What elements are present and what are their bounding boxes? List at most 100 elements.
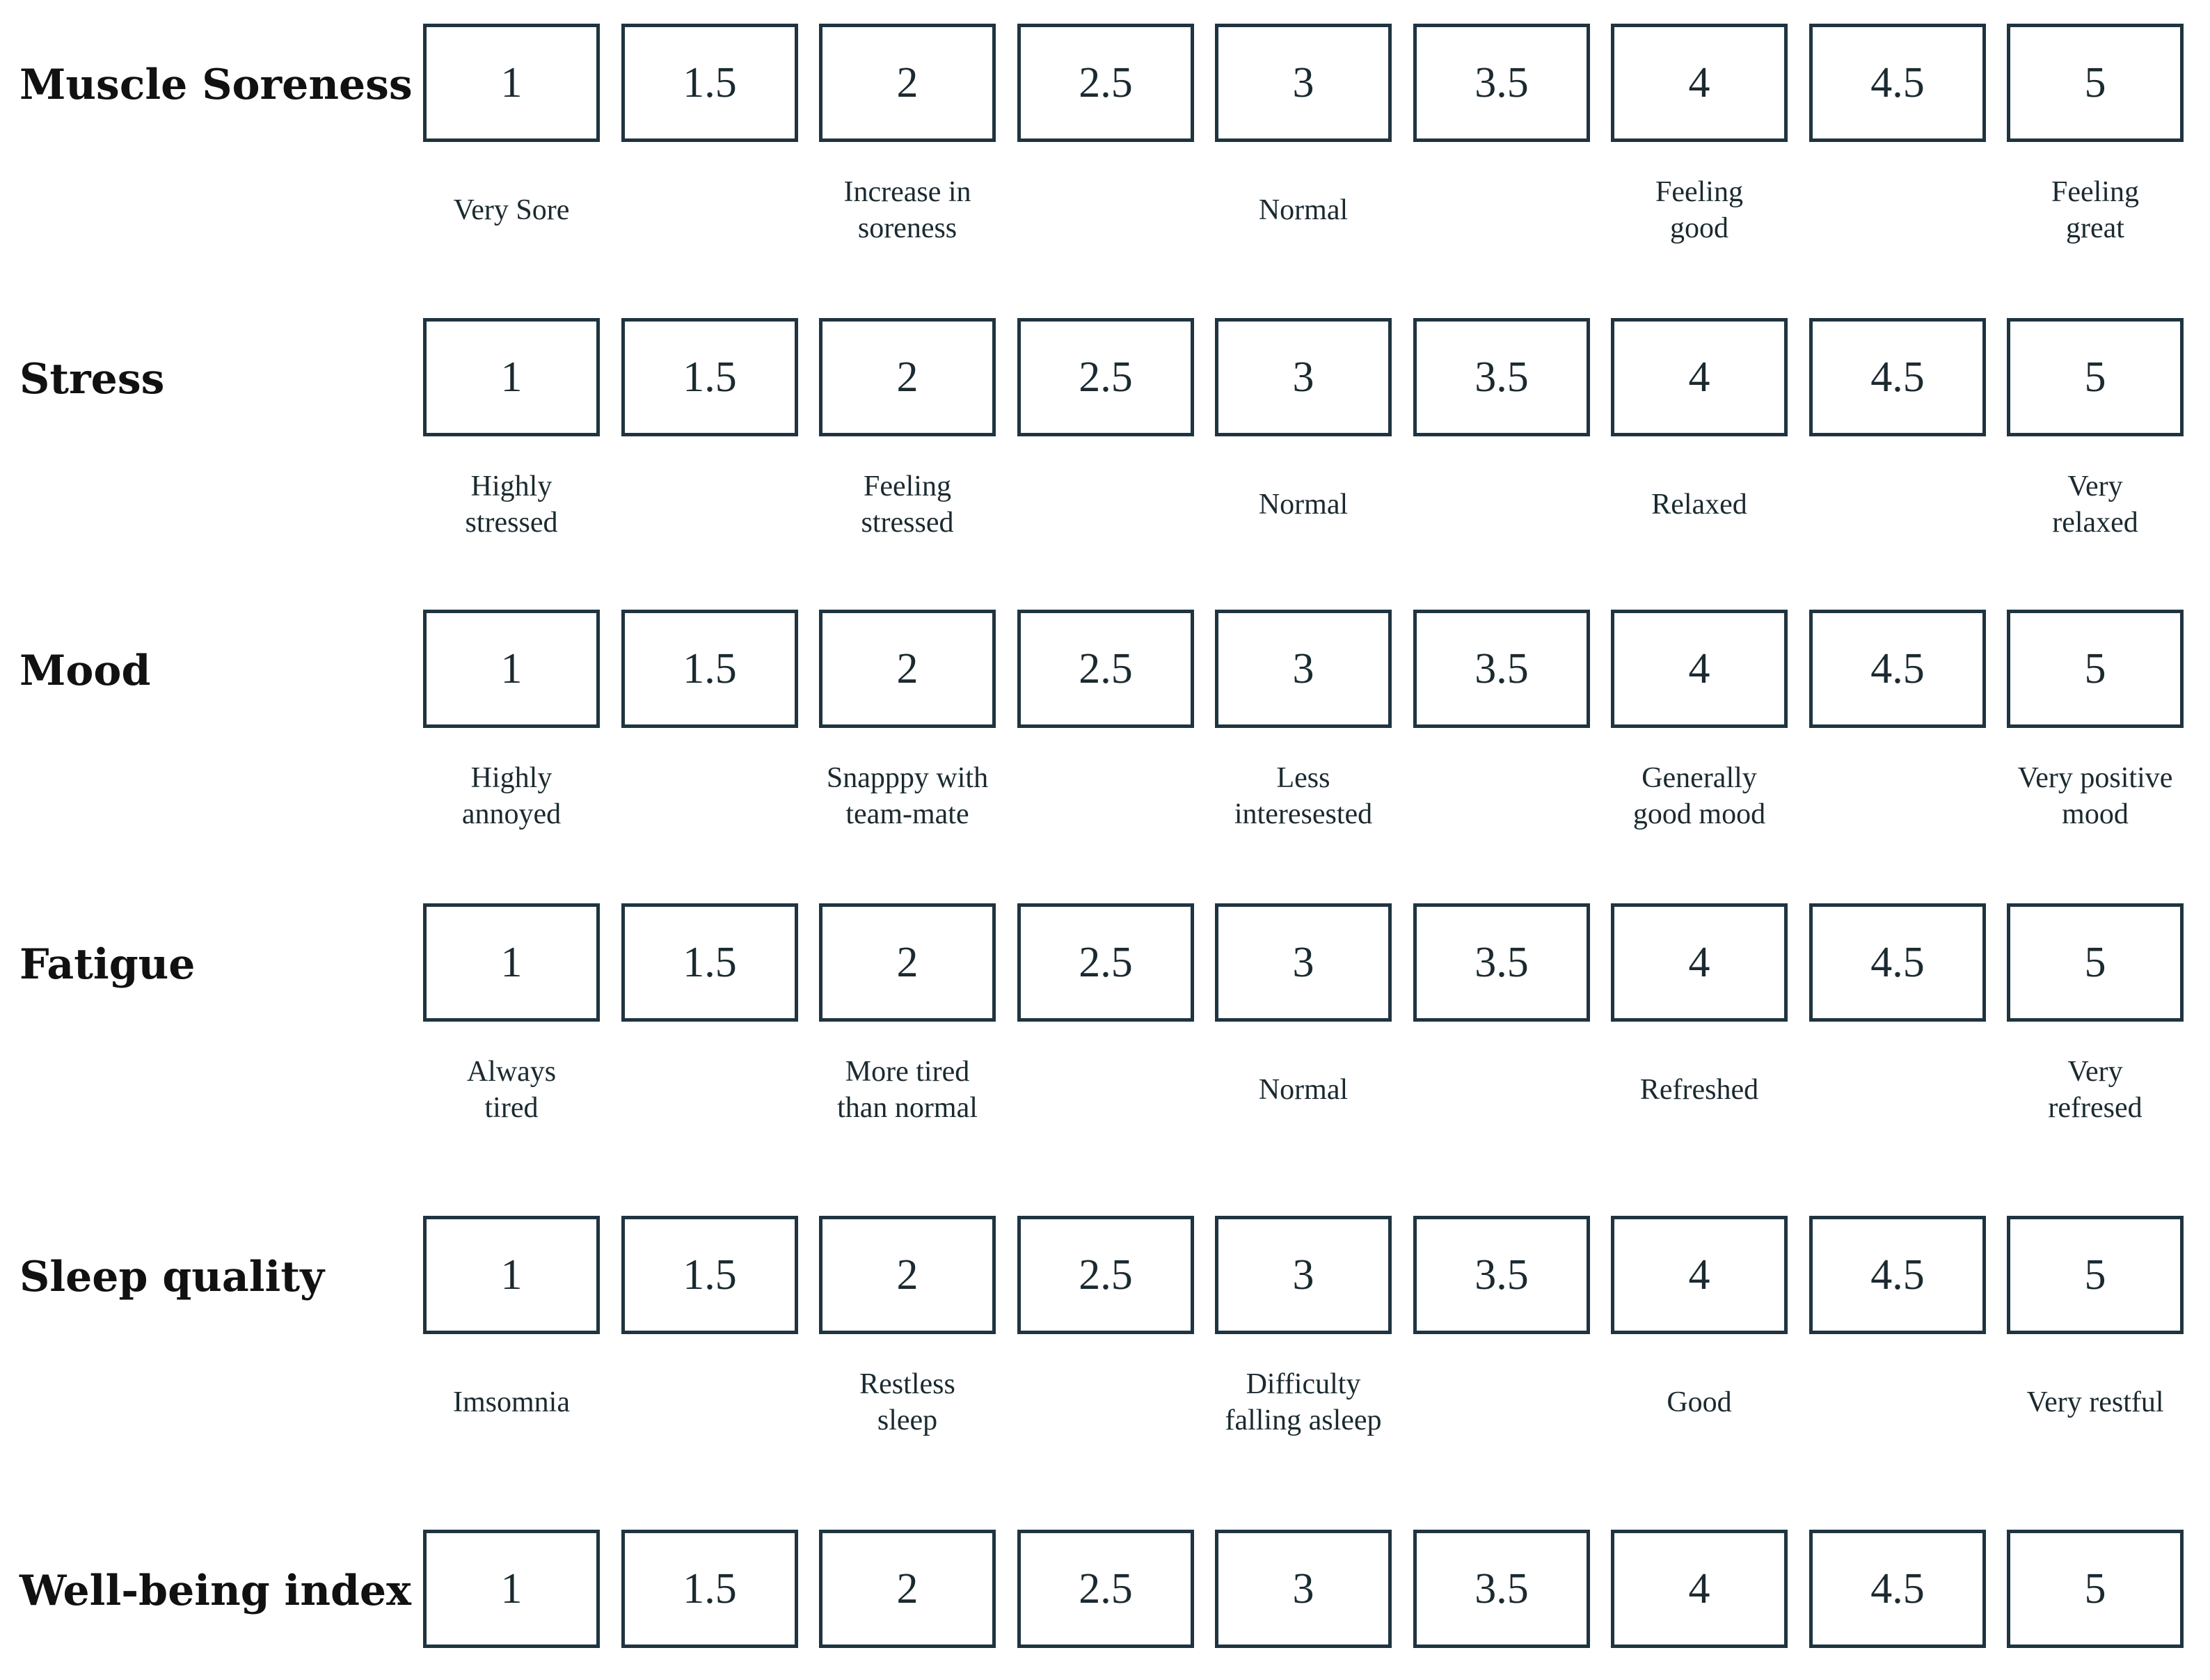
anchor-label-2: Restless sleep [803,1366,1012,1439]
scale-box-3-5[interactable]: 3.5 [1413,318,1590,436]
scale-box-1-5[interactable]: 1.5 [621,610,798,728]
anchor-label-line: relaxed [2052,507,2138,539]
scale-box-2-5[interactable]: 2.5 [1017,610,1194,728]
anchor-label-line: great [2066,212,2124,244]
anchor-label-4: Feeling good [1595,174,1804,246]
anchor-label-line: Good [1667,1386,1732,1418]
scale-box-5[interactable]: 5 [2007,903,2184,1022]
anchor-label-line: Relaxed [1651,489,1747,521]
scale-box-3-5[interactable]: 3.5 [1413,1216,1590,1334]
scale-box-5[interactable]: 5 [2007,318,2184,436]
scale-box-1[interactable]: 1 [423,318,600,436]
scale-box-2[interactable]: 2 [819,610,996,728]
anchor-label-line: soreness [857,212,957,244]
scale-box-4-5[interactable]: 4.5 [1809,1530,1986,1648]
anchor-label-2: Increase in soreness [803,174,1012,246]
anchor-label-line: Difficulty [1246,1368,1361,1400]
scale-box-4[interactable]: 4 [1611,1530,1788,1648]
anchor-label-line: good [1670,212,1728,244]
anchor-label-line: Very Sore [453,194,570,226]
anchor-label-line: Very restful [2026,1386,2164,1418]
row-title: Stress [19,355,165,404]
scale-box-4-5[interactable]: 4.5 [1809,903,1986,1022]
scale-box-4-5[interactable]: 4.5 [1809,318,1986,436]
scale-box-3-5[interactable]: 3.5 [1413,24,1590,142]
scale-box-4[interactable]: 4 [1611,903,1788,1022]
anchor-label-line: Normal [1258,194,1349,226]
anchor-label-line: Imsomnia [453,1386,570,1418]
scale-box-4-5[interactable]: 4.5 [1809,1216,1986,1334]
scale-box-2-5[interactable]: 2.5 [1017,903,1194,1022]
anchor-label-line: Generally [1641,762,1757,794]
scale-box-2-5[interactable]: 2.5 [1017,1530,1194,1648]
scale-box-1-5[interactable]: 1.5 [621,903,798,1022]
scale-box-1-5[interactable]: 1.5 [621,24,798,142]
scale-box-5[interactable]: 5 [2007,1530,2184,1648]
scale-box-3-5[interactable]: 3.5 [1413,1530,1590,1648]
anchor-label-line: stressed [861,507,954,539]
anchor-label-5: Very relaxed [1991,468,2200,541]
scale-box-3[interactable]: 3 [1215,1530,1392,1648]
scale-box-1[interactable]: 1 [423,24,600,142]
anchor-label-3: Normal [1199,1054,1408,1126]
scale-box-4-5[interactable]: 4.5 [1809,24,1986,142]
scale-box-4[interactable]: 4 [1611,610,1788,728]
scale-box-3[interactable]: 3 [1215,318,1392,436]
scale-box-4[interactable]: 4 [1611,24,1788,142]
scale-box-5[interactable]: 5 [2007,610,2184,728]
scale-box-2[interactable]: 2 [819,24,996,142]
anchor-label-3: Normal [1199,468,1408,541]
anchor-label-line: refresed [2048,1092,2143,1124]
scale-box-2[interactable]: 2 [819,903,996,1022]
scale-box-2[interactable]: 2 [819,1530,996,1648]
anchor-label-4: Generally good mood [1595,760,1804,832]
scale-box-2-5[interactable]: 2.5 [1017,1216,1194,1334]
scale-box-1-5[interactable]: 1.5 [621,1530,798,1648]
anchor-label-line: sleep [877,1404,938,1436]
scale-box-1[interactable]: 1 [423,1530,600,1648]
scale-box-4-5[interactable]: 4.5 [1809,610,1986,728]
scale-box-1-5[interactable]: 1.5 [621,318,798,436]
anchor-label-5: Very restful [1991,1366,2200,1439]
anchor-label-line: team-mate [845,798,969,830]
scale-box-3[interactable]: 3 [1215,24,1392,142]
scale-box-5[interactable]: 5 [2007,24,2184,142]
scale-box-2[interactable]: 2 [819,1216,996,1334]
scale-box-2-5[interactable]: 2.5 [1017,24,1194,142]
anchor-label-line: Feeling [864,470,951,502]
anchor-label-line: Refreshed [1639,1074,1759,1106]
scale-box-1[interactable]: 1 [423,610,600,728]
anchor-label-line: interesested [1234,798,1373,830]
row-title: Well-being index [19,1567,411,1615]
anchor-label-line: Highly [470,762,552,794]
scale-box-1[interactable]: 1 [423,903,600,1022]
scale-box-3-5[interactable]: 3.5 [1413,610,1590,728]
anchor-label-line: Increase in [843,176,971,208]
scale-box-4[interactable]: 4 [1611,318,1788,436]
anchor-label-line: good mood [1632,798,1766,830]
scale-box-1-5[interactable]: 1.5 [621,1216,798,1334]
anchor-label-4: Relaxed [1595,468,1804,541]
scale-box-3[interactable]: 3 [1215,1216,1392,1334]
anchor-label-1: Imsomnia [407,1366,616,1439]
scale-box-3[interactable]: 3 [1215,903,1392,1022]
anchor-label-line: Very [2067,1056,2123,1088]
anchor-label-line: tired [484,1092,539,1124]
row-title: Fatigue [19,940,196,989]
scale-box-1[interactable]: 1 [423,1216,600,1334]
anchor-label-line: Very [2067,470,2123,502]
anchor-label-line: mood [2062,798,2129,830]
scale-box-3-5[interactable]: 3.5 [1413,903,1590,1022]
scale-box-2-5[interactable]: 2.5 [1017,318,1194,436]
scale-box-3[interactable]: 3 [1215,610,1392,728]
scale-box-5[interactable]: 5 [2007,1216,2184,1334]
scale-box-4[interactable]: 4 [1611,1216,1788,1334]
anchor-label-line: Restless [859,1368,955,1400]
scale-box-2[interactable]: 2 [819,318,996,436]
anchor-label-line: Feeling [1655,176,1743,208]
